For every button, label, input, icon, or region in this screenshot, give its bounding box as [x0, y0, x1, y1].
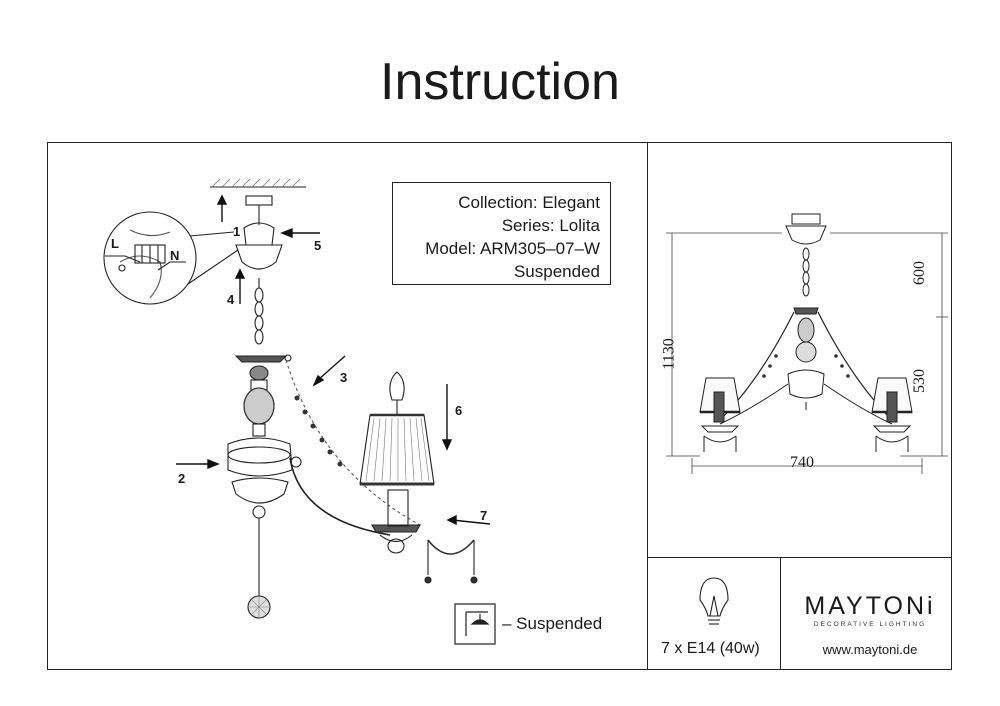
wire-l-label: L [111, 236, 119, 251]
instruction-frame [47, 142, 952, 670]
step-4-label: 4 [227, 292, 235, 307]
chain [254, 278, 264, 345]
dim-height-bottom: 530 [911, 369, 928, 393]
model-info-box: Collection: Elegant Series: Lolita Model… [392, 182, 611, 285]
bulb-spec: 7 x E14 (40w) [661, 640, 760, 657]
lamp-shade [359, 414, 435, 485]
model-text: Model: ARM305–07–W [425, 239, 600, 258]
dim-width: 740 [790, 454, 814, 471]
type-text: Suspended [513, 262, 600, 281]
divider-vertical [647, 142, 648, 670]
step-2-label: 2 [178, 471, 186, 486]
dim-height-total: 1130 [660, 338, 678, 370]
mounting-bracket [245, 195, 273, 206]
step-7-label: 7 [480, 508, 488, 523]
series-text: Series: Lolita [501, 216, 600, 235]
brand-tagline: DECORATIVE LIGHTING [813, 621, 927, 628]
brand-logo: MAYTONi [804, 592, 936, 620]
ceiling-hatch [211, 178, 301, 188]
step-1-label: 1 [233, 224, 241, 239]
canopy [235, 244, 283, 270]
bead-chain [294, 395, 343, 467]
suspended-icon [454, 603, 496, 645]
divider-footer [780, 557, 781, 670]
collection-text: Collection: Elegant [458, 193, 600, 212]
wiring-detail [103, 211, 239, 305]
overview-drawing [699, 213, 913, 452]
legend-label: – Suspended [502, 614, 603, 633]
main-bowl [227, 437, 293, 477]
candle-bulb [389, 371, 405, 401]
website-link[interactable]: www.maytoni.de [822, 642, 918, 657]
dimension-lines [666, 232, 948, 474]
page-title: Instruction [380, 53, 620, 111]
wire-n-label: N [170, 248, 180, 263]
candle-cup [371, 524, 421, 533]
step-6-label: 6 [455, 403, 463, 418]
lightbulb-icon [699, 577, 729, 625]
lamp-arm [289, 457, 391, 536]
divider-horizontal [647, 557, 952, 558]
top-plate [234, 355, 288, 363]
step-5-label: 5 [314, 238, 322, 253]
step-3-label: 3 [340, 370, 348, 385]
dim-height-top: 600 [911, 261, 928, 285]
